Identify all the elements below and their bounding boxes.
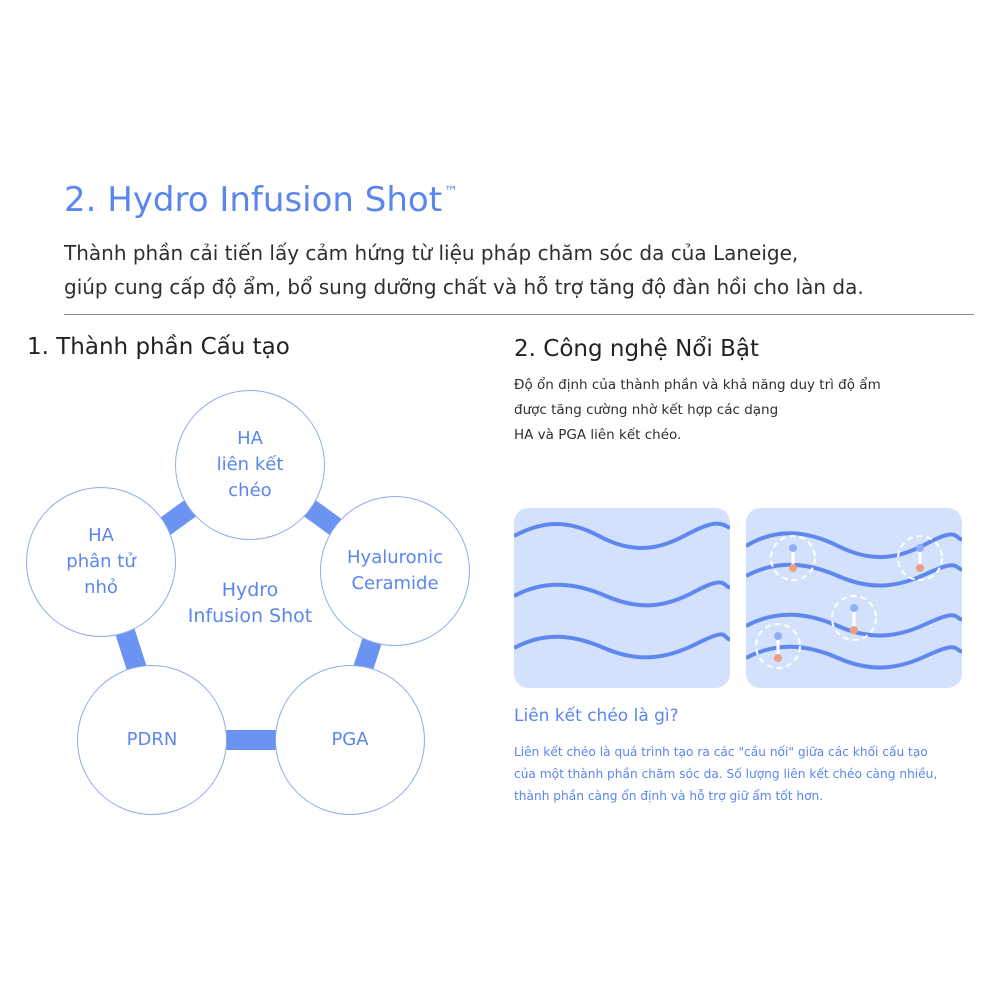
node-pga: PGA [275, 665, 425, 815]
intro-line-1: Thành phần cải tiến lấy cảm hứng từ liệu… [64, 241, 799, 265]
intro-text: Thành phần cải tiến lấy cảm hứng từ liệu… [64, 236, 864, 304]
wave-panel-crosslinked [746, 508, 962, 688]
node-pdrn: PDRN [77, 665, 227, 815]
trademark: ™ [444, 184, 459, 200]
crosslink-description: Liên kết chéo là quá trình tạo ra các "c… [514, 745, 938, 803]
intro-line-2: giúp cung cấp độ ẩm, bổ sung dưỡng chất … [64, 275, 864, 299]
crosslink-4 [755, 623, 801, 669]
crosslink-1 [770, 535, 816, 581]
wave-panel-plain [514, 508, 730, 688]
divider [64, 314, 974, 315]
crosslink-2 [897, 535, 943, 581]
technology-description: Độ ổn định của thành phần và khả năng du… [514, 377, 881, 443]
center-label: Hydro Infusion Shot [187, 579, 313, 627]
technology-heading: 2. Công nghệ Nổi Bật [514, 336, 759, 362]
crosslink-3 [831, 595, 877, 641]
crosslink-heading: Liên kết chéo là gì? [514, 706, 679, 726]
composition-heading: 1. Thành phần Cấu tạo [27, 334, 290, 360]
